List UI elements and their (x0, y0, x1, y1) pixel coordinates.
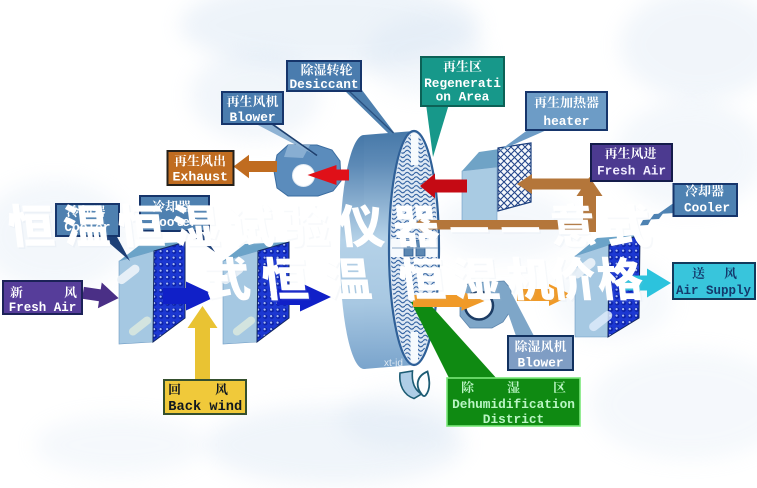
svg-text:heater: heater (543, 114, 589, 129)
svg-text:on Area: on Area (436, 90, 490, 105)
svg-text:Air Supply: Air Supply (676, 284, 752, 298)
svg-text:Blower: Blower (230, 110, 276, 125)
svg-text:Fresh Air: Fresh Air (597, 164, 666, 179)
svg-text:Dehumidification: Dehumidification (452, 397, 575, 412)
svg-text:xt-jd: xt-jd (384, 358, 403, 369)
svg-text:Fresh Air: Fresh Air (9, 301, 77, 315)
svg-text:District: District (483, 412, 544, 427)
svg-text:Exhaust: Exhaust (173, 170, 228, 185)
svg-text:Cooler: Cooler (684, 201, 730, 216)
svg-text:Blower: Blower (518, 356, 564, 371)
svg-text:Cooler: Cooler (151, 215, 197, 230)
svg-text:Back wind: Back wind (168, 400, 242, 415)
svg-text:Desiccant: Desiccant (290, 77, 359, 92)
svg-text:Regenerati: Regenerati (424, 76, 501, 91)
